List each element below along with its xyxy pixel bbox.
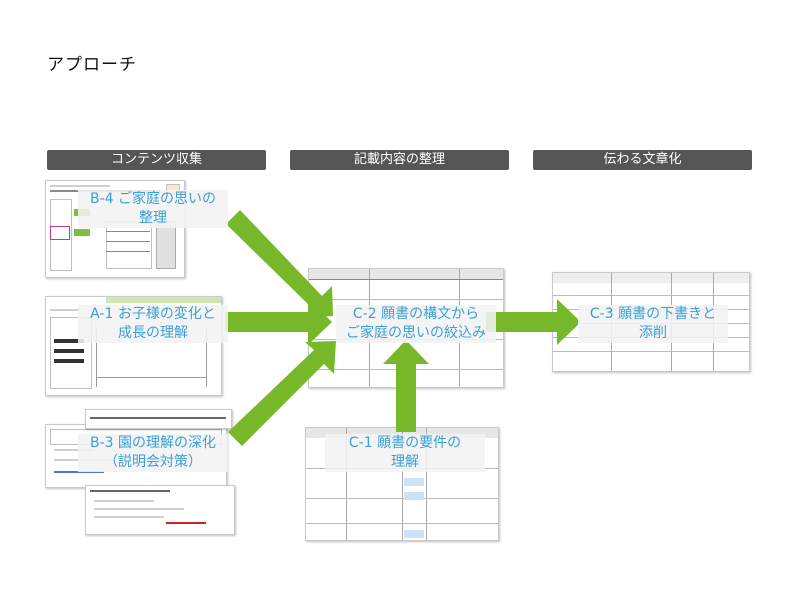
arrow-c2-to-c3	[486, 299, 581, 345]
label-b4: B-4 ご家庭の思いの 整理	[78, 190, 228, 228]
arrow-a1-to-c2	[225, 299, 332, 345]
label-c3-line2: 添削	[639, 325, 667, 341]
label-b3: B-3 園の理解の深化 （説明会対策）	[78, 434, 228, 472]
doc-thumbnail-b3-bottom	[85, 485, 235, 535]
label-c3: C-3 願書の下書きと 添削	[578, 305, 728, 343]
label-c2: C-2 願書の構文から ご家庭の思いの絞込み	[336, 305, 496, 343]
label-a1-line2: 成長の理解	[118, 325, 188, 341]
label-c1-line2: 理解	[391, 454, 419, 470]
label-a1-line1: A-1 お子様の変化と	[90, 306, 216, 322]
doc-thumbnail-b3-top	[85, 409, 232, 429]
label-b3-line2: （説明会対策）	[104, 454, 202, 470]
label-c1: C-1 願書の要件の 理解	[325, 434, 485, 472]
label-c3-line1: C-3 願書の下書きと	[589, 306, 717, 322]
label-c2-line2: ご家庭の思いの絞込み	[346, 325, 486, 341]
arrow-c1-to-c2	[383, 340, 429, 432]
label-a1: A-1 お子様の変化と 成長の理解	[78, 305, 228, 343]
phase-header-writing: 伝わる文章化	[533, 150, 752, 170]
phase-header-content-collection: コンテンツ収集	[47, 150, 266, 170]
label-b3-line1: B-3 園の理解の深化	[89, 435, 216, 451]
label-c2-line1: C-2 願書の構文から	[352, 306, 480, 322]
label-c1-line1: C-1 願書の要件の	[348, 435, 462, 451]
label-b4-line2: 整理	[139, 210, 167, 226]
phase-header-content-organization: 記載内容の整理	[290, 150, 509, 170]
page-title: アプローチ	[47, 55, 137, 75]
arrow-b3-to-c2	[228, 341, 336, 446]
arrow-b4-to-c2	[226, 210, 333, 318]
label-b4-line1: B-4 ご家庭の思いの	[89, 191, 216, 207]
